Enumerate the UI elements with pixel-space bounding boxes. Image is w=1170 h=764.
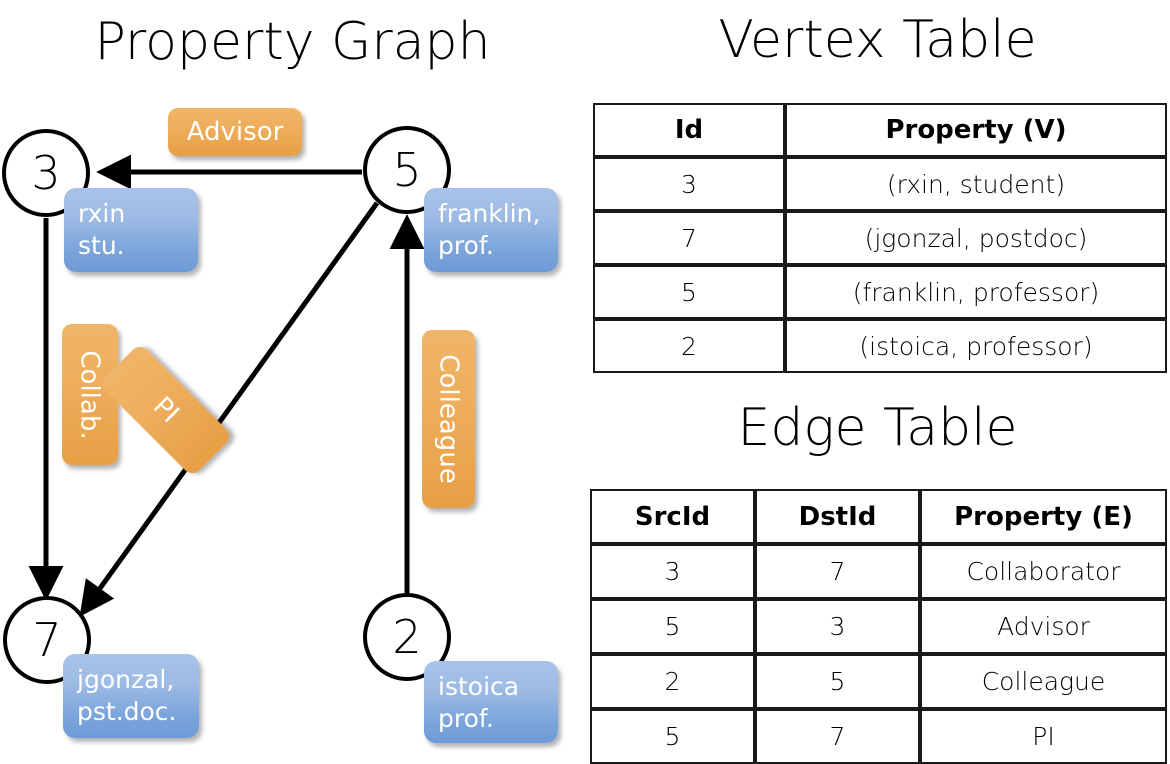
edge-5-to-7 <box>79 201 380 617</box>
cell-id: 7 <box>593 211 785 265</box>
page-title-vertex-table: Vertex Table <box>718 10 1037 70</box>
cell-property: PI <box>920 709 1167 764</box>
cell-dstid: 7 <box>755 544 920 599</box>
cell-property: Collaborator <box>920 544 1167 599</box>
node-property-line1: jgonzal, <box>77 665 175 694</box>
cell-id: 3 <box>593 157 785 211</box>
edge-label-text: PI <box>147 391 185 429</box>
table-header-row: SrcId DstId Property (E) <box>590 489 1167 544</box>
node-property-line2: pst.doc. <box>77 697 177 726</box>
node-property-bubble-3: rxin stu. <box>64 188 198 272</box>
table-row: 3 (rxin, student) <box>593 157 1167 211</box>
cell-id: 5 <box>593 265 785 319</box>
node-property-bubble-2: istoica prof. <box>424 661 558 743</box>
table-row: 5 7 PI <box>590 709 1167 764</box>
property-graph-diagram: 3 5 7 2 rxin stu. franklin, prof. jgonza… <box>0 90 585 760</box>
edge-label-advisor: Advisor <box>168 108 302 156</box>
table-row: 7 (jgonzal, postdoc) <box>593 211 1167 265</box>
node-property-line2: stu. <box>78 231 125 260</box>
cell-dstid: 7 <box>755 709 920 764</box>
table-row: 2 (istoica, professor) <box>593 319 1167 373</box>
cell-srcid: 2 <box>590 654 755 709</box>
node-property-line1: franklin, <box>438 199 541 228</box>
column-header-id: Id <box>593 103 785 157</box>
cell-srcid: 5 <box>590 599 755 654</box>
edge-label-text: Colleague <box>433 354 464 484</box>
graph-node-5[interactable]: 5 <box>363 126 451 214</box>
cell-dstid: 5 <box>755 654 920 709</box>
table-row: 5 3 Advisor <box>590 599 1167 654</box>
edge-label-colleague: Colleague <box>422 330 475 508</box>
node-property-bubble-7: jgonzal, pst.doc. <box>63 654 199 738</box>
edge-label-text: Advisor <box>186 117 284 147</box>
edge-table: SrcId DstId Property (E) 3 7 Collaborato… <box>590 489 1167 764</box>
node-property-line1: istoica <box>438 672 520 701</box>
table-row: 2 5 Colleague <box>590 654 1167 709</box>
edge-label-text: Collab. <box>75 349 105 440</box>
cell-id: 2 <box>593 319 785 373</box>
cell-property: (istoica, professor) <box>785 319 1167 373</box>
cell-property: (franklin, professor) <box>785 265 1167 319</box>
cell-srcid: 5 <box>590 709 755 764</box>
column-header-property-v: Property (V) <box>785 103 1167 157</box>
cell-property: Colleague <box>920 654 1167 709</box>
node-property-line2: prof. <box>438 231 494 260</box>
node-property-line2: prof. <box>438 704 494 733</box>
graph-edges-svg <box>28 154 425 638</box>
column-header-dstid: DstId <box>755 489 920 544</box>
table-row: 3 7 Collaborator <box>590 544 1167 599</box>
table-row: 5 (franklin, professor) <box>593 265 1167 319</box>
cell-property: (rxin, student) <box>785 157 1167 211</box>
cell-srcid: 3 <box>590 544 755 599</box>
cell-property: Advisor <box>920 599 1167 654</box>
cell-property: (jgonzal, postdoc) <box>785 211 1167 265</box>
page-title-edge-table: Edge Table <box>737 398 1018 458</box>
graph-node-3[interactable]: 3 <box>2 129 90 217</box>
page-title-property-graph: Property Graph <box>94 12 491 72</box>
column-header-srcid: SrcId <box>590 489 755 544</box>
vertex-table: Id Property (V) 3 (rxin, student) 7 (jgo… <box>593 103 1167 373</box>
column-header-property-e: Property (E) <box>920 489 1167 544</box>
table-header-row: Id Property (V) <box>593 103 1167 157</box>
node-property-line1: rxin <box>78 199 126 228</box>
cell-dstid: 3 <box>755 599 920 654</box>
node-property-bubble-5: franklin, prof. <box>424 188 558 272</box>
